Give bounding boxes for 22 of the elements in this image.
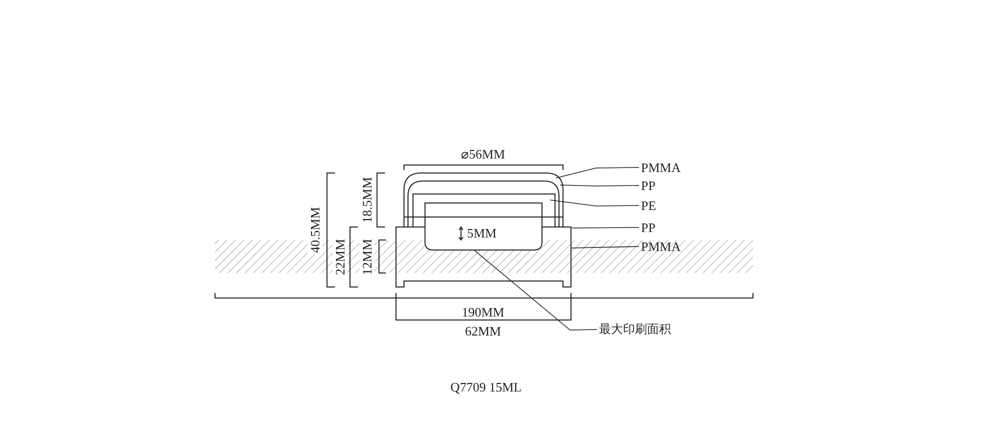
caption: Q7709 15ML [450, 380, 522, 394]
leader-line [570, 246, 640, 248]
leader-line [572, 227, 640, 228]
print-area [424, 218, 542, 250]
dimension-label: 18.5MM [360, 176, 374, 224]
dimension-label: 40.5MM [308, 206, 322, 254]
leader-line [474, 250, 598, 330]
callout-label: PP [641, 178, 656, 193]
dimension-label: 5MM [466, 226, 498, 240]
dimension-label: 12MM [360, 238, 374, 276]
callout-label: PMMA [641, 239, 681, 254]
callout-label: PE [641, 198, 656, 213]
leader-line [550, 200, 640, 206]
callout-label: 最大印刷面积 [599, 322, 671, 337]
leader-line [560, 184, 640, 186]
callout-label: PMMA [641, 160, 681, 175]
leader-line [556, 167, 640, 178]
dimension-label: 22MM [332, 238, 348, 276]
callout-label: PP [641, 220, 656, 235]
dimension-label: ⌀56MM [460, 146, 506, 162]
dimension-label: 62MM [464, 324, 502, 338]
dimension-label: 190MM [460, 304, 506, 320]
